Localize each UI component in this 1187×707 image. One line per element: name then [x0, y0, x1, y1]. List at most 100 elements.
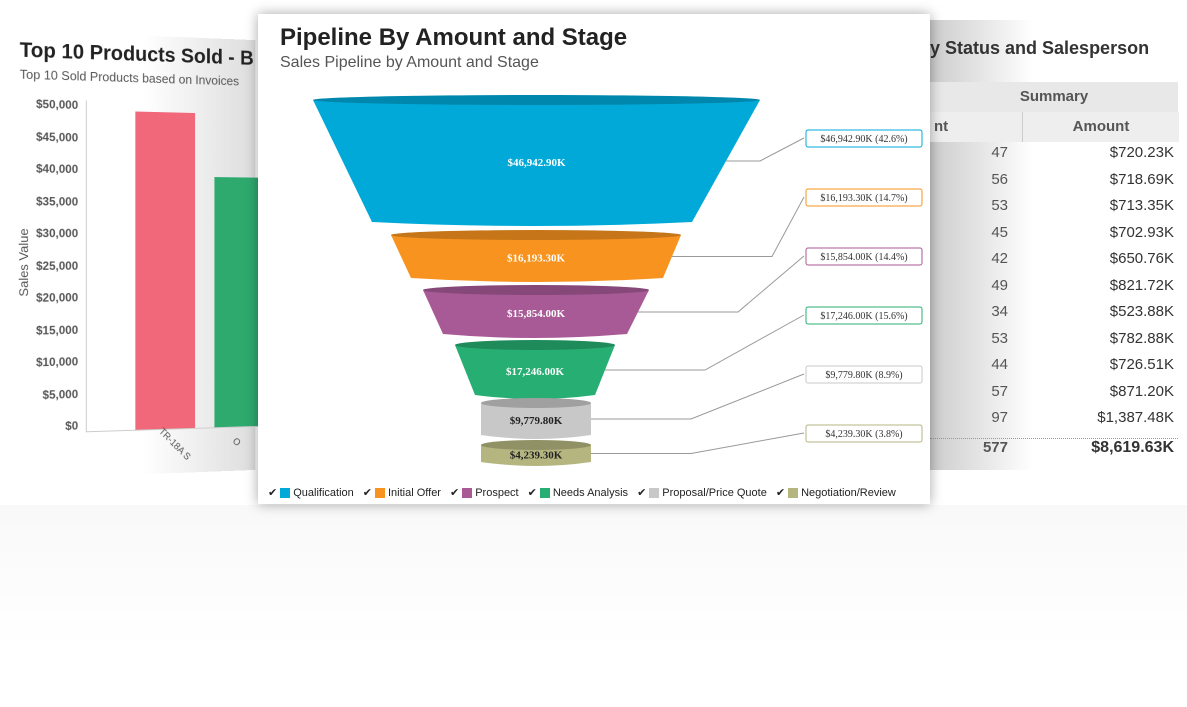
legend-label: Needs Analysis [552, 486, 629, 499]
amount-cell: $821.72K [1109, 276, 1174, 294]
pipeline-funnel-panel: Pipeline By Amount and Stage Sales Pipel… [258, 14, 930, 504]
table-row: 34$523.88K [930, 303, 1178, 330]
callout-box [805, 188, 923, 207]
table-row: 57 $871.20K [930, 383, 1178, 410]
status-salesperson-table-panel: y Status and Salesperson Summary nt Amou… [930, 20, 1187, 470]
checkbox-checked-icon[interactable]: ✔ [449, 487, 460, 499]
segment-value-label: $15,854.00K [507, 308, 566, 320]
y-tick-label: $45,000 [36, 129, 79, 145]
legend-item[interactable]: ✔ Proposal/Price Quote [637, 486, 767, 500]
checkbox-checked-icon[interactable]: ✔ [362, 487, 372, 499]
callout-connector [591, 432, 805, 454]
top-products-chart-panel: Top 10 Products Sold - B Top 10 Sold Pro… [0, 30, 273, 480]
count-cell: 49 [991, 276, 1008, 294]
table-title: y Status and Salesperson [930, 38, 1150, 58]
y-tick-label: $15,000 [36, 322, 79, 337]
legend-swatch [788, 487, 799, 498]
legend: ✔ Qualification ✔ Initial Offer ✔ Prospect ✔ Ne… [268, 486, 896, 500]
y-tick-label: $20,000 [36, 290, 79, 305]
legend-swatch [649, 487, 660, 498]
callout-connector [726, 137, 805, 162]
callout-label: $15,854.00K (14.4%) [820, 252, 907, 263]
count-cell: 53 [991, 329, 1008, 347]
funnel-segment-qualification[interactable]: $46,942.90K [313, 95, 760, 226]
funnel-segment-negotiation-review[interactable]: $4,239.30K [481, 440, 591, 466]
callout-box [805, 129, 923, 148]
count-cell: 47 [991, 144, 1008, 161]
segment-value-label: $9,779.80K [510, 415, 563, 427]
amount-cell: $523.88K [1109, 303, 1174, 320]
amount-cell: $702.93K [1109, 223, 1174, 241]
column-header-amount[interactable]: Amount [1022, 112, 1179, 142]
count-cell: 45 [991, 223, 1008, 241]
legend-label: Negotiation/Review [801, 486, 896, 499]
segment-value-label: $4,239.30K [510, 450, 563, 462]
funnel-segment-needs-analysis[interactable]: $17,246.00K [455, 340, 615, 399]
legend-item[interactable]: ✔ Qualification [268, 486, 354, 500]
count-cell: 57 [991, 382, 1008, 400]
funnel-segment-proposal-price-quote[interactable]: $9,779.80K [481, 398, 591, 439]
column-header-count[interactable]: nt [930, 112, 1024, 142]
segment-value-label: $17,246.00K [506, 366, 565, 378]
amount-cell: $650.76K [1109, 250, 1174, 267]
segment-value-label: $46,942.90K [507, 157, 566, 169]
callout-label: $4,239.30K (3.8%) [825, 429, 902, 440]
summary-header: Summary [930, 82, 1178, 112]
callout-label: $17,246.00K (15.6%) [820, 311, 907, 322]
chart-title: Top 10 Products Sold - B [19, 38, 254, 70]
y-axis-label: Sales Value [16, 228, 32, 297]
callout-box [805, 247, 923, 266]
reflection [0, 505, 1187, 707]
checkbox-checked-icon[interactable]: ✔ [527, 487, 537, 499]
legend-label: Qualification [293, 486, 354, 499]
chart-subtitle: Top 10 Sold Products based on Invoices [19, 66, 240, 89]
y-tick-label: $40,000 [36, 161, 79, 177]
count-cell: 56 [991, 170, 1008, 188]
legend-item[interactable]: ✔ Prospect [449, 486, 519, 500]
amount-cell: $713.35K [1109, 197, 1174, 214]
funnel-chart: $46,942.90K $46,942.90K (42.6%) $16,193.30… [313, 95, 923, 466]
total-count: 577 [982, 438, 1008, 456]
callout-connector [605, 314, 805, 371]
x-tick-label: O [230, 435, 243, 449]
legend-item[interactable]: ✔ Needs Analysis [527, 486, 629, 500]
funnel-segment-initial-offer[interactable]: $16,193.30K [391, 230, 681, 282]
count-cell: 97 [991, 409, 1008, 426]
callout-box [805, 424, 923, 443]
table-row: 44$726.51K [930, 356, 1178, 383]
legend-swatch [280, 487, 291, 498]
funnel-segment-prospect[interactable]: $15,854.00K [423, 285, 649, 338]
table-row: 47 $720.23K [930, 144, 1178, 171]
count-cell: 44 [991, 356, 1008, 373]
checkbox-checked-icon[interactable]: ✔ [268, 487, 278, 499]
amount-cell: $720.23K [1109, 144, 1174, 161]
legend-item[interactable]: ✔ Negotiation/Review [775, 486, 896, 500]
amount-cell: $718.69K [1109, 170, 1174, 188]
y-tick-label: $30,000 [36, 226, 79, 241]
y-axis [85, 100, 87, 432]
checkbox-checked-icon[interactable]: ✔ [637, 487, 647, 499]
legend-item[interactable]: ✔ Initial Offer [362, 486, 441, 500]
legend-label: Proposal/Price Quote [662, 486, 767, 499]
checkbox-checked-icon[interactable]: ✔ [775, 487, 786, 499]
callout-label: $16,193.30K (14.7%) [820, 193, 907, 204]
bar[interactable] [135, 111, 196, 430]
y-tick-label: $0 [65, 418, 79, 433]
amount-cell: $782.88K [1109, 329, 1174, 347]
count-cell: 42 [991, 250, 1008, 267]
table-row: 49 $821.72K [930, 277, 1178, 304]
table-row: 56 $718.69K [930, 171, 1178, 198]
legend-swatch [539, 487, 550, 498]
table-row: 42 $650.76K [930, 250, 1178, 277]
segment-value-label: $16,193.30K [507, 253, 566, 265]
table-row: 97$1,387.48K [930, 409, 1178, 436]
legend-swatch [374, 487, 385, 498]
callout-connector [638, 255, 805, 313]
legend-label: Prospect [475, 486, 519, 499]
legend-label: Initial Offer [387, 486, 441, 499]
amount-cell: $871.20K [1109, 382, 1174, 400]
total-amount: $8,619.63K [1091, 438, 1174, 456]
callout-label: $46,942.90K (42.6%) [820, 134, 907, 145]
callout-box [805, 365, 923, 384]
callout-box [805, 306, 923, 325]
